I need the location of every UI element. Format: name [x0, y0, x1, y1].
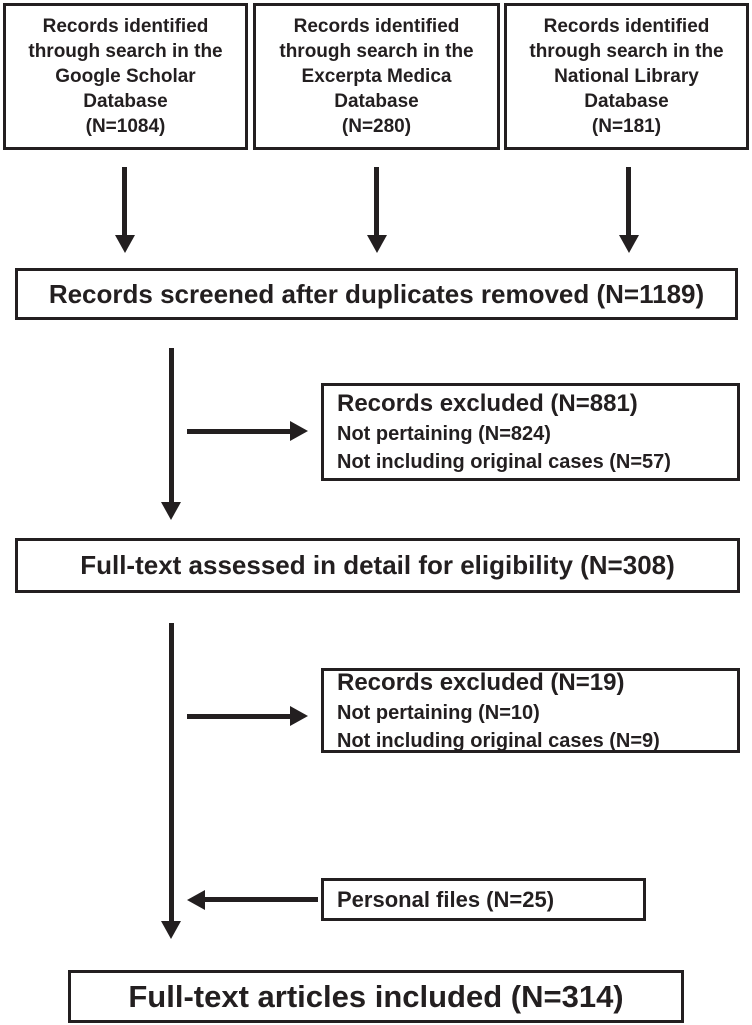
personal-files-box: Personal files (N=25) — [321, 878, 646, 921]
arrow-branch-excluded-screening-head-icon — [290, 421, 308, 441]
arrow-screened-to-fulltext-line — [169, 348, 174, 504]
fulltext-assessed-box: Full-text assessed in detail for eligibi… — [15, 538, 740, 593]
arrow-branch-excluded-fulltext-head-icon — [290, 706, 308, 726]
source-box-national-library: Records identified through search in the… — [504, 3, 749, 150]
arrow-scholar-to-screened-line — [122, 167, 127, 237]
screened-box: Records screened after duplicates remove… — [15, 268, 738, 320]
arrow-screened-to-fulltext-head-icon — [161, 502, 181, 520]
arrow-excerpta-to-screened-line — [374, 167, 379, 237]
excluded-screening-title: Records excluded (N=881) — [337, 390, 638, 417]
source-box-excerpta-medica: Records identified through search in the… — [253, 3, 500, 150]
arrow-scholar-to-screened-head-icon — [115, 235, 135, 253]
excluded-screening-box: Records excluded (N=881) Not pertaining … — [321, 383, 740, 481]
excluded-screening-reason-1: Not pertaining (N=824) — [337, 423, 551, 445]
arrow-excerpta-to-screened-head-icon — [367, 235, 387, 253]
excluded-screening-reason-2: Not including original cases (N=57) — [337, 451, 671, 473]
arrow-branch-excluded-fulltext-line — [187, 714, 290, 719]
arrow-fulltext-to-included-line — [169, 623, 174, 923]
arrow-library-to-screened-line — [626, 167, 631, 237]
arrow-branch-excluded-screening-line — [187, 429, 290, 434]
excluded-fulltext-reason-2: Not including original cases (N=9) — [337, 729, 660, 752]
included-box: Full-text articles included (N=314) — [68, 970, 684, 1023]
excluded-fulltext-title: Records excluded (N=19) — [337, 668, 625, 696]
arrow-library-to-screened-head-icon — [619, 235, 639, 253]
arrow-fulltext-to-included-head-icon — [161, 921, 181, 939]
excluded-fulltext-reason-1: Not pertaining (N=10) — [337, 701, 540, 724]
source-box-google-scholar: Records identified through search in the… — [3, 3, 248, 150]
arrow-personal-to-flow-head-icon — [187, 890, 205, 910]
arrow-personal-to-flow-line — [203, 897, 318, 902]
excluded-fulltext-box: Records excluded (N=19) Not pertaining (… — [321, 668, 740, 753]
